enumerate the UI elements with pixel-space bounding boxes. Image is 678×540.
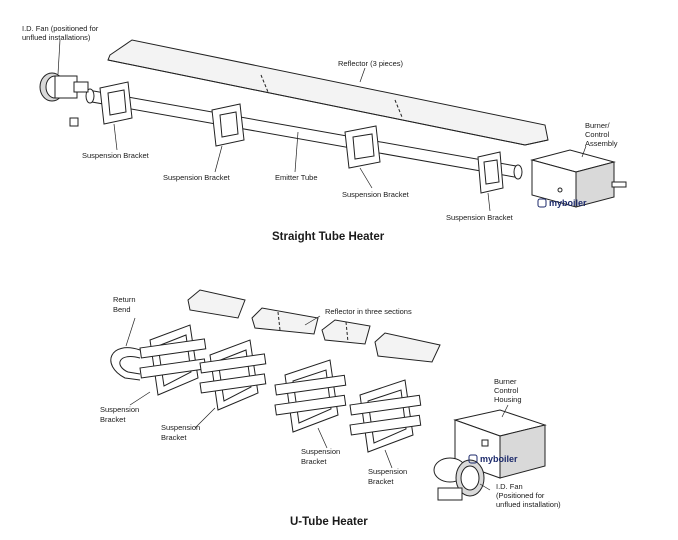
straight-burner-label-3: Assembly [585,139,618,148]
straight-tube-title: Straight Tube Heater [272,231,385,243]
utube-return-label-1: Return [113,295,136,304]
straight-bracket-label-4: Suspension Bracket [446,213,514,222]
utube-fan-label-1: I.D. Fan [496,482,523,491]
utube-fan-label-2: (Positioned for [496,491,545,500]
utube-return-label-2: Bend [113,305,131,314]
utube-bracket-unit-2 [199,339,267,411]
utube-reflector-label: Reflector in three sections [325,307,412,316]
utube-bracket-c-label-2: Bracket [301,457,327,466]
straight-fan-label-1: I.D. Fan (positioned for [22,24,99,33]
straight-bracket-label-1: Suspension Bracket [82,151,150,160]
utube-watermark-text: myboiler [480,454,518,464]
straight-reflector [107,39,549,146]
utube-bracket-b-label-2: Bracket [161,433,187,442]
straight-bracket-2 [211,103,245,147]
straight-tube-heater-figure: I.D. Fan (positioned for unflued install… [22,24,627,243]
straight-emitter-label: Emitter Tube [275,173,318,182]
utube-id-fan [433,457,485,501]
utube-bracket-a-label-2: Bracket [100,415,126,424]
utube-watermark: myboiler [468,454,518,464]
utube-leaders [125,315,509,491]
utube-bracket-b-label-1: Suspension [161,423,200,432]
straight-bracket-1 [99,81,133,125]
lock-badge-icon [537,198,547,208]
utube-return-bend [110,347,141,381]
u-tube-heater-figure: Return Bend Reflector in three sections … [100,289,561,528]
straight-fan-label-2: unflued installations) [22,33,91,42]
utube-bracket-a-label-1: Suspension [100,405,139,414]
utube-reflector [187,289,441,363]
u-tube-title: U-Tube Heater [290,516,368,528]
utube-bracket-unit-4 [349,379,422,453]
straight-burner-label-1: Burner/ [585,121,611,130]
straight-emitter-tube [85,88,523,180]
straight-watermark: myboiler [537,198,587,208]
straight-watermark-text: myboiler [549,198,587,208]
utube-burner-label-2: Control [494,386,519,395]
utube-burner-label-3: Housing [494,395,522,404]
straight-bracket-4 [477,151,504,194]
utube-bracket-unit-3 [274,359,347,433]
utube-bracket-unit-1 [139,324,207,396]
utube-bracket-c-label-1: Suspension [301,447,340,456]
utube-bracket-d-label-1: Suspension [368,467,407,476]
straight-leaders [57,39,587,212]
lock-badge-icon [468,454,478,464]
straight-id-fan [39,72,89,127]
utube-bracket-d-label-2: Bracket [368,477,394,486]
utube-fan-label-3: unflued installation) [496,500,561,509]
straight-reflector-label: Reflector (3 pieces) [338,59,404,68]
straight-burner-label-2: Control [585,130,610,139]
utube-burner-label-1: Burner [494,377,517,386]
straight-bracket-label-2: Suspension Bracket [163,173,231,182]
straight-burner-assembly [530,149,627,208]
straight-bracket-label-3: Suspension Bracket [342,190,410,199]
straight-bracket-3 [344,125,381,169]
